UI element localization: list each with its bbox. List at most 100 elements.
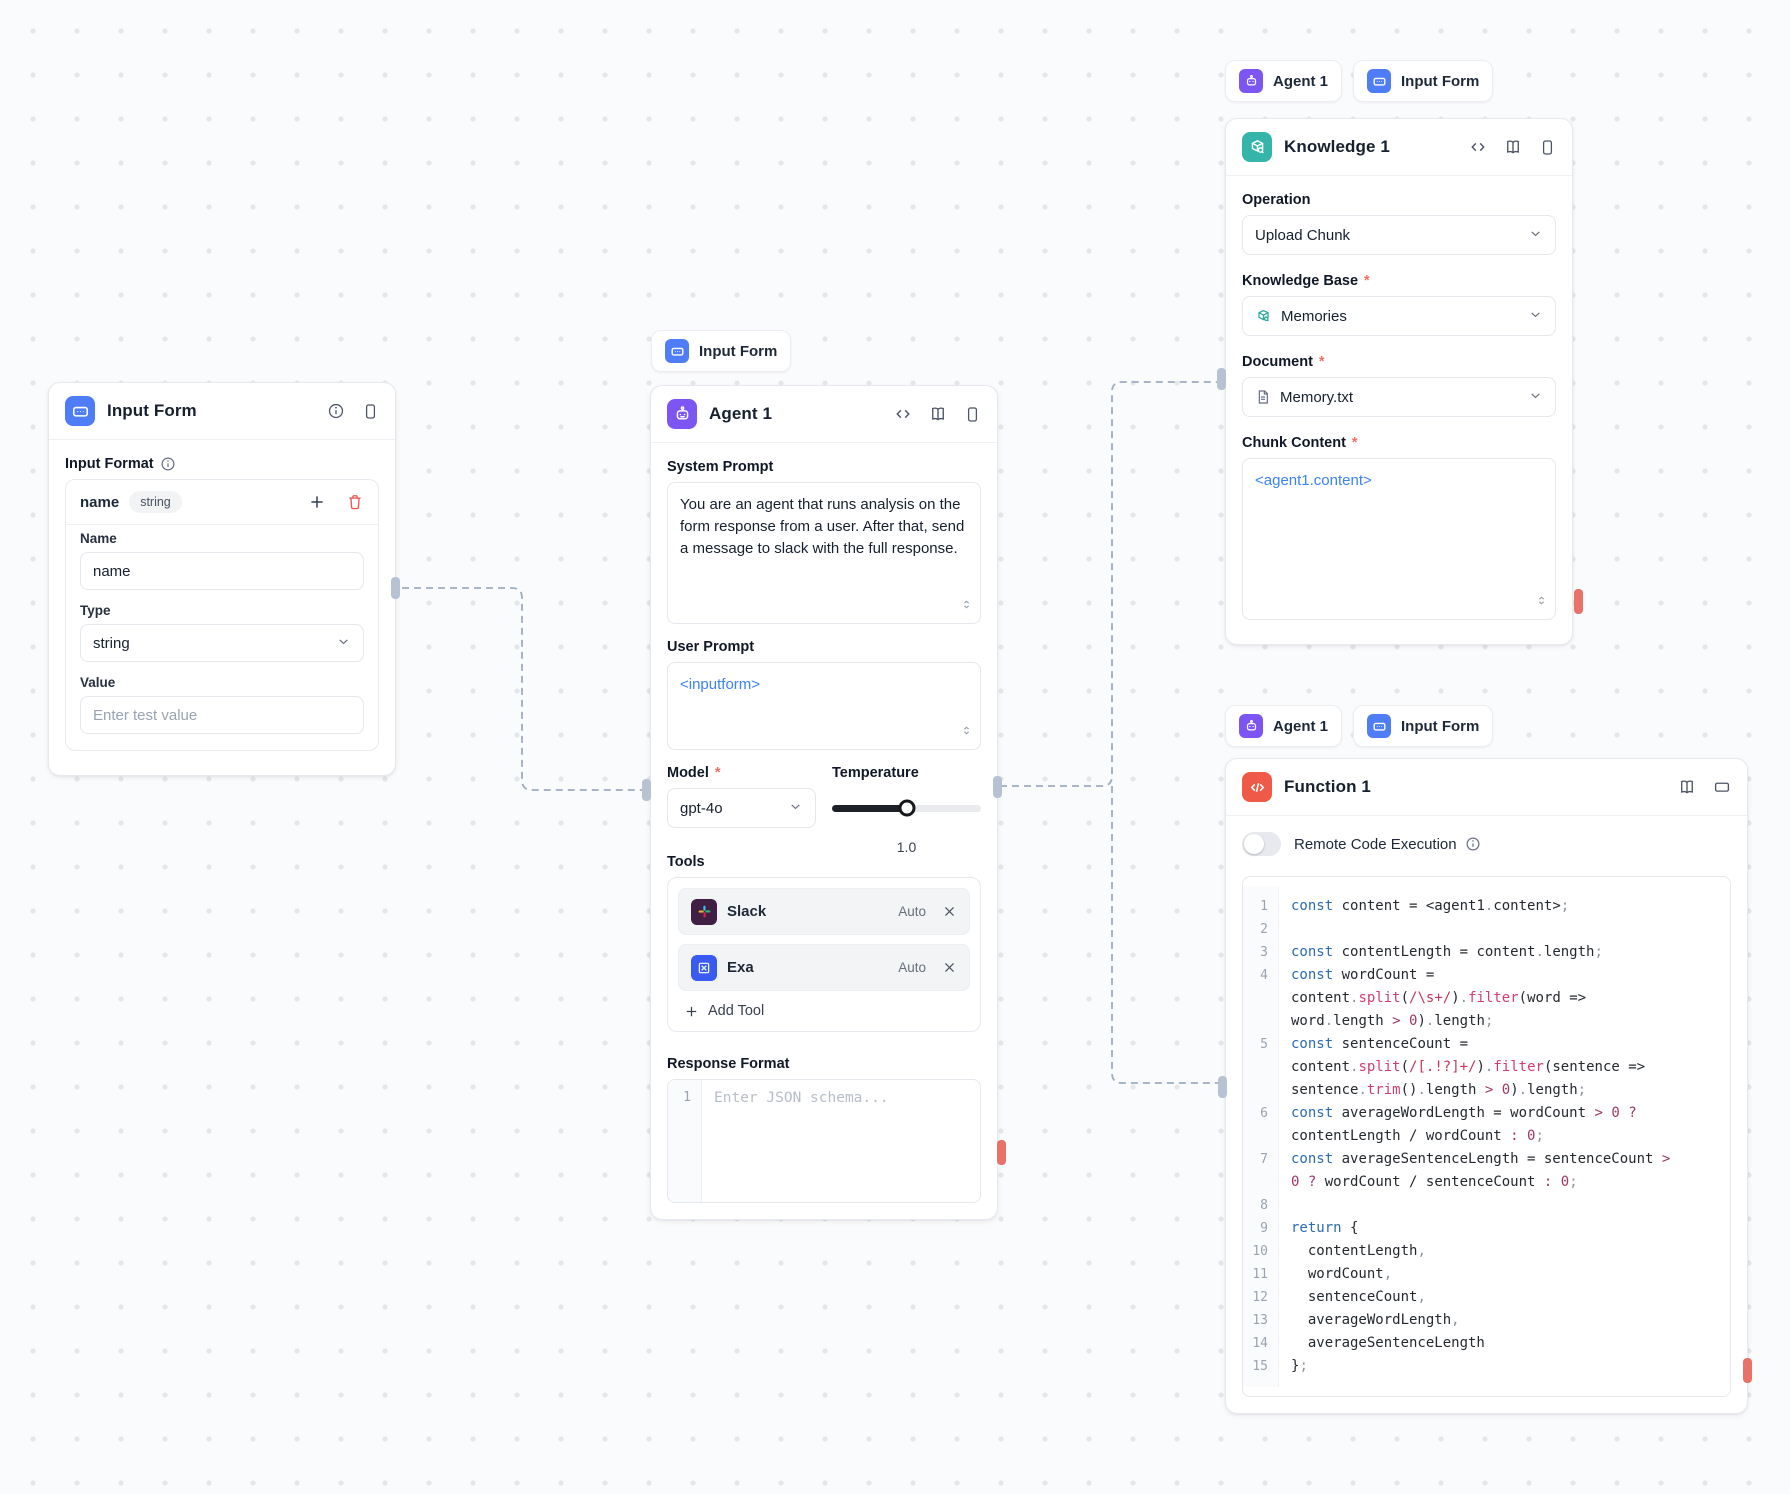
temperature-label: Temperature bbox=[832, 765, 919, 781]
chip-label: Input Form bbox=[1401, 72, 1480, 90]
phone-icon[interactable] bbox=[362, 403, 379, 420]
gutter-line-number: 1 bbox=[668, 1080, 702, 1202]
chip-agent-1[interactable]: Agent 1 bbox=[1225, 60, 1343, 102]
response-format-editor[interactable]: 1 Enter JSON schema... bbox=[667, 1079, 981, 1203]
chip-input-form[interactable]: Input Form bbox=[1353, 60, 1494, 102]
delete-field-icon[interactable] bbox=[346, 493, 364, 511]
response-format-placeholder: Enter JSON schema... bbox=[714, 1090, 889, 1106]
user-prompt-textarea[interactable]: <inputform> bbox=[667, 662, 981, 750]
tool-name: Exa bbox=[727, 959, 754, 976]
code-line: 14 averageSentenceLength bbox=[1243, 1332, 1730, 1355]
chunk-content-label: Chunk Content* bbox=[1242, 435, 1358, 451]
resize-handle-icon[interactable] bbox=[960, 722, 973, 744]
type-select[interactable]: string bbox=[80, 624, 364, 662]
slack-icon bbox=[691, 898, 717, 925]
tools-list: Slack Auto Exa Auto bbox=[667, 877, 981, 1032]
code-line: 15}; bbox=[1243, 1355, 1730, 1396]
tool-name: Slack bbox=[727, 903, 767, 920]
output-port-agent[interactable] bbox=[993, 776, 1002, 798]
model-select[interactable]: gpt-4o bbox=[667, 788, 816, 828]
function-header[interactable]: Function 1 bbox=[1226, 759, 1747, 815]
resize-handle-icon[interactable] bbox=[960, 596, 973, 618]
slider-knob[interactable] bbox=[898, 799, 915, 817]
code-icon[interactable] bbox=[1469, 138, 1487, 156]
code-icon[interactable] bbox=[894, 405, 912, 423]
document-label: Document* bbox=[1242, 354, 1325, 370]
temperature-slider[interactable]: 1.0 bbox=[832, 788, 981, 855]
chip-input-form[interactable]: Input Form bbox=[651, 330, 792, 372]
input-port-knowledge[interactable] bbox=[1217, 368, 1226, 390]
book-icon[interactable] bbox=[1504, 138, 1522, 156]
remove-tool-icon[interactable] bbox=[942, 960, 957, 975]
info-icon[interactable] bbox=[160, 456, 176, 472]
chip-label: Agent 1 bbox=[1273, 717, 1329, 735]
add-tool-button[interactable]: Add Tool bbox=[678, 991, 970, 1021]
output-port-knowledge-unconnected[interactable] bbox=[1574, 589, 1583, 614]
chevron-down-icon bbox=[1528, 307, 1543, 326]
code-line: 0 ? wordCount / sentenceCount : 0; bbox=[1243, 1171, 1730, 1194]
output-port-input-form[interactable] bbox=[391, 577, 400, 599]
tool-mode: Auto bbox=[898, 904, 926, 919]
phone-icon[interactable] bbox=[964, 406, 981, 423]
chunk-content-textarea[interactable]: <agent1.content> bbox=[1242, 458, 1556, 620]
output-port-function-unconnected[interactable] bbox=[1743, 1358, 1752, 1383]
plus-icon bbox=[686, 1006, 697, 1016]
code-line: 11 wordCount, bbox=[1243, 1263, 1730, 1286]
output-port-agent-unconnected[interactable] bbox=[997, 1140, 1006, 1165]
system-prompt-textarea[interactable]: You are an agent that runs analysis on t… bbox=[667, 482, 981, 624]
name-input[interactable]: name bbox=[80, 552, 364, 590]
chip-label: Input Form bbox=[699, 342, 778, 360]
chip-row-above-agent: Input Form bbox=[651, 330, 792, 372]
input-port-agent[interactable] bbox=[642, 779, 651, 801]
knowledge-header[interactable]: Knowledge 1 bbox=[1226, 119, 1572, 175]
field-type-badge: string bbox=[129, 491, 182, 513]
phone-icon[interactable] bbox=[1539, 139, 1556, 156]
agent-header[interactable]: Agent 1 bbox=[651, 386, 997, 442]
add-field-icon[interactable] bbox=[308, 493, 326, 511]
book-icon[interactable] bbox=[1678, 778, 1696, 796]
document-select[interactable]: Memory.txt bbox=[1242, 377, 1556, 417]
chevron-down-icon bbox=[788, 799, 803, 818]
book-icon[interactable] bbox=[929, 405, 947, 423]
input-form-icon bbox=[65, 396, 95, 426]
robot-icon bbox=[667, 399, 697, 429]
node-function: Function 1 Remote Code Execution bbox=[1225, 758, 1748, 1414]
type-label: Type bbox=[80, 603, 111, 618]
chip-agent-1[interactable]: Agent 1 bbox=[1225, 705, 1343, 747]
value-input[interactable]: Enter test value bbox=[80, 696, 364, 734]
info-icon[interactable] bbox=[1465, 836, 1481, 852]
edge-agent-to-function bbox=[1111, 786, 1219, 1084]
operation-select[interactable]: Upload Chunk bbox=[1242, 215, 1556, 255]
knowledge-base-select[interactable]: Memories bbox=[1242, 296, 1556, 336]
tool-row-exa[interactable]: Exa Auto bbox=[678, 944, 970, 991]
robot-icon bbox=[1239, 714, 1263, 738]
name-label: Name bbox=[80, 531, 117, 546]
code-line: 10 contentLength, bbox=[1243, 1240, 1730, 1263]
input-port-function[interactable] bbox=[1218, 1076, 1227, 1098]
temperature-value: 1.0 bbox=[896, 838, 917, 855]
chip-input-form[interactable]: Input Form bbox=[1353, 705, 1494, 747]
code-line: 13 averageWordLength, bbox=[1243, 1309, 1730, 1332]
resize-handle-icon[interactable] bbox=[1535, 592, 1548, 614]
operation-label: Operation bbox=[1242, 192, 1311, 208]
info-icon[interactable] bbox=[327, 402, 345, 420]
code-line: word.length > 0).length; bbox=[1243, 1010, 1730, 1033]
chevron-down-icon bbox=[1528, 388, 1543, 407]
remove-tool-icon[interactable] bbox=[942, 904, 957, 919]
chevron-down-icon bbox=[336, 634, 351, 653]
value-label: Value bbox=[80, 675, 116, 690]
tools-label: Tools bbox=[667, 854, 705, 870]
chip-row-above-knowledge: Agent 1 Input Form bbox=[1225, 60, 1494, 102]
input-form-header[interactable]: Input Form bbox=[49, 383, 395, 439]
code-function-icon bbox=[1242, 772, 1272, 802]
window-icon[interactable] bbox=[1713, 778, 1731, 796]
tool-row-slack[interactable]: Slack Auto bbox=[678, 888, 970, 935]
remote-code-execution-toggle[interactable] bbox=[1242, 832, 1281, 856]
code-line: 2 bbox=[1243, 918, 1730, 941]
